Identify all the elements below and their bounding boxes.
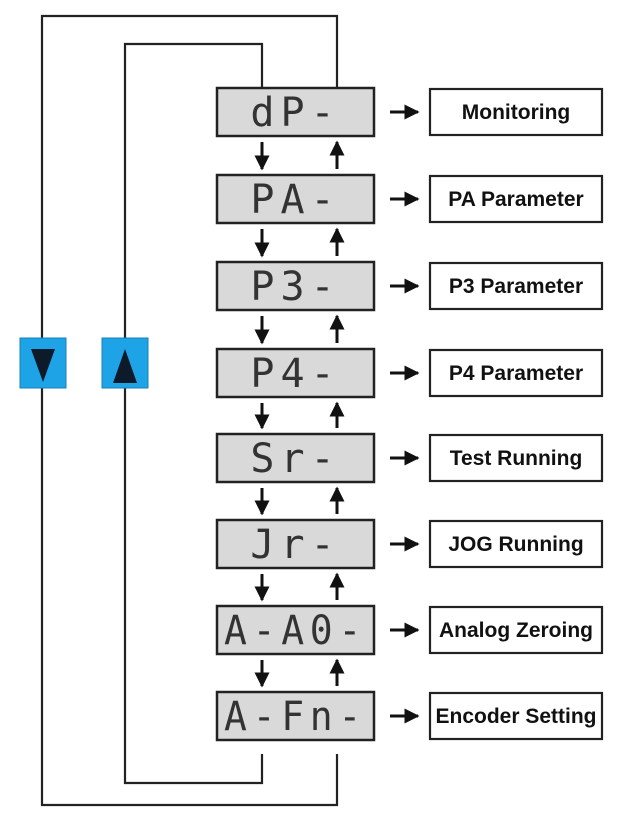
mode-label-box	[428, 433, 604, 483]
mode-label-box	[428, 174, 604, 224]
display-code: P3-	[250, 264, 340, 310]
mode-row: dP- Monitoring	[215, 86, 604, 138]
up-triangle-icon	[113, 349, 137, 383]
display-code: A-Fn-	[224, 694, 367, 740]
display-panel	[215, 432, 376, 484]
up-button[interactable]	[101, 337, 149, 389]
mode-label: Analog Zeroing	[439, 619, 593, 642]
display-code: Jr-	[250, 522, 340, 568]
display-code: P4-	[250, 351, 340, 397]
mode-label-box	[428, 519, 604, 569]
mode-row: P4- P4 Parameter	[215, 347, 604, 399]
mode-row: Sr- Test Running	[215, 432, 604, 484]
display-panel	[215, 86, 376, 138]
mode-label-box	[428, 691, 604, 741]
mode-label: JOG Running	[448, 533, 583, 556]
mode-label: Test Running	[450, 447, 583, 470]
mode-label: Encoder Setting	[435, 705, 596, 728]
mode-label-box	[428, 605, 604, 655]
display-panel	[215, 173, 376, 225]
mode-row: A-Fn- Encoder Setting	[215, 690, 604, 742]
outer-loop-line	[40, 14, 339, 807]
display-panel	[215, 604, 376, 656]
mode-label: PA Parameter	[448, 188, 583, 211]
mode-label-box	[428, 87, 604, 137]
display-code: PA-	[250, 177, 340, 223]
display-code: dP-	[250, 90, 340, 136]
down-button[interactable]	[19, 337, 67, 389]
display-code: A-A0-	[224, 608, 367, 654]
mode-row: P3- P3 Parameter	[215, 260, 604, 312]
down-triangle-icon	[31, 349, 55, 382]
display-code: Sr-	[250, 436, 340, 482]
mode-label: Monitoring	[462, 101, 570, 124]
display-panel	[215, 347, 376, 399]
inner-loop-line	[123, 42, 264, 785]
mode-row: A-A0- Analog Zeroing	[215, 604, 604, 656]
mode-row: Jr- JOG Running	[215, 518, 604, 570]
mode-label-box	[428, 261, 604, 311]
display-panel	[215, 690, 376, 742]
display-panel	[215, 260, 376, 312]
mode-label-box	[428, 348, 604, 398]
mode-label: P3 Parameter	[449, 275, 583, 298]
mode-row: PA- PA Parameter	[215, 173, 604, 225]
display-panel	[215, 518, 376, 570]
mode-label: P4 Parameter	[449, 362, 583, 385]
